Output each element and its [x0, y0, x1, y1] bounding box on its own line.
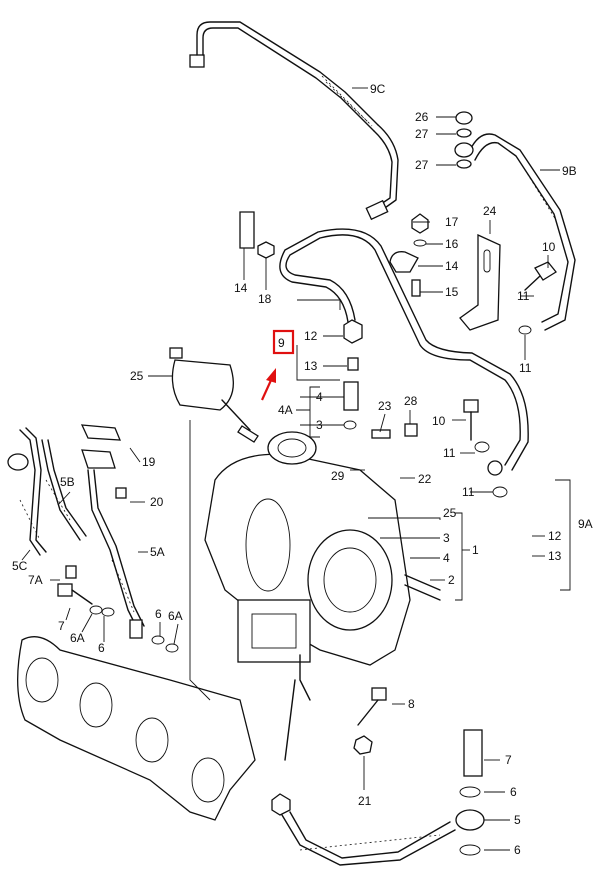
bracket-24	[239, 211, 501, 331]
highlight-arrow	[260, 377, 274, 401]
label-13-right: 13	[548, 549, 562, 563]
label-4-turbo: 4	[443, 551, 450, 565]
banjo-bolts-right	[463, 261, 557, 498]
label-9b: 9B	[562, 164, 577, 178]
label-6-left: 6	[98, 641, 105, 655]
label-6a-left: 6A	[70, 631, 85, 645]
label-8: 8	[408, 697, 415, 711]
label-10-mid: 10	[432, 414, 446, 428]
label-28: 28	[404, 394, 418, 408]
label-17: 17	[445, 215, 459, 229]
label-9a: 9A	[578, 517, 593, 531]
leader-lines	[21, 87, 571, 851]
label-21: 21	[358, 794, 372, 808]
label-3-center: 3	[316, 418, 323, 432]
label-19: 19	[142, 455, 156, 469]
label-13-center: 13	[304, 359, 318, 373]
oil-line-9b	[454, 111, 576, 331]
label-3-turbo: 3	[443, 531, 450, 545]
label-14-right: 14	[445, 259, 459, 273]
label-22: 22	[418, 472, 432, 486]
label-7-left: 7	[58, 619, 65, 633]
label-6-lower-a: 6	[510, 785, 517, 799]
highlight-arrowhead	[266, 368, 276, 383]
label-20: 20	[150, 495, 164, 509]
label-5c: 5C	[12, 559, 28, 573]
label-26: 26	[415, 110, 429, 124]
label-12-center: 12	[304, 329, 318, 343]
exhaust-manifold	[17, 636, 256, 821]
turbocharger	[204, 431, 441, 761]
left-bolts-washers	[57, 565, 179, 653]
label-16: 16	[445, 237, 459, 251]
label-6-mid: 6	[155, 607, 162, 621]
label-24: 24	[483, 204, 497, 218]
oil-pipe-snake	[279, 228, 529, 476]
label-2: 2	[448, 573, 455, 587]
part-labels: 9C 26 27 27 9B 17 24 16 14 18 14 15 10 1…	[12, 82, 593, 857]
label-6-lower-b: 6	[514, 843, 521, 857]
oil-line-9c	[189, 21, 399, 221]
label-5b: 5B	[60, 475, 75, 489]
label-25-turbo: 25	[443, 506, 457, 520]
label-4a: 4A	[278, 403, 293, 417]
left-oil-lines	[7, 424, 145, 639]
label-9c: 9C	[370, 82, 386, 96]
label-5: 5	[514, 813, 521, 827]
label-10-top: 10	[542, 240, 556, 254]
vacuum-actuator-25	[169, 347, 259, 443]
label-25-actuator: 25	[130, 369, 144, 383]
label-4-center: 4	[316, 390, 323, 404]
label-23: 23	[378, 399, 392, 413]
label-6a-mid: 6A	[168, 609, 183, 623]
label-27-bottom: 27	[415, 158, 429, 172]
highlight-box	[272, 329, 295, 355]
label-11-b: 11	[519, 361, 532, 375]
label-18: 18	[258, 292, 272, 306]
label-14-left: 14	[234, 281, 248, 295]
label-27-top: 27	[415, 127, 429, 141]
lower-parts	[271, 687, 485, 866]
label-29: 29	[331, 469, 345, 483]
label-11-d: 11	[462, 485, 475, 499]
label-9: 9	[278, 336, 285, 350]
label-11-a: 11	[517, 289, 530, 303]
label-11-c: 11	[443, 446, 456, 460]
label-7a: 7A	[28, 573, 43, 587]
label-1: 1	[472, 543, 479, 557]
label-15: 15	[445, 285, 459, 299]
label-5a: 5A	[150, 545, 165, 559]
center-fittings	[343, 319, 418, 439]
label-12-right: 12	[548, 529, 562, 543]
label-7-lower: 7	[505, 753, 512, 767]
